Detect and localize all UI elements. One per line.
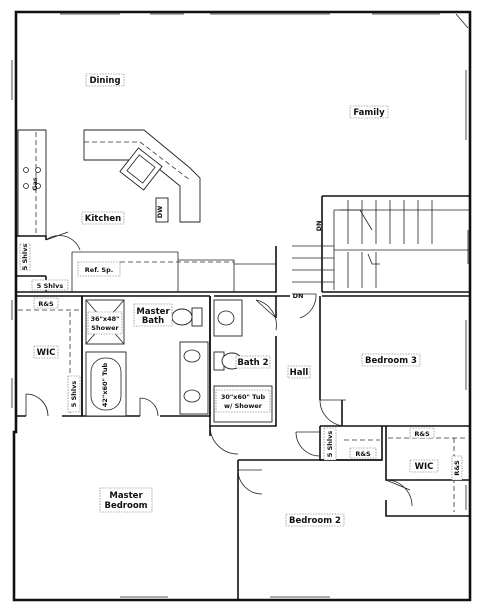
wic-left-door [25,393,49,417]
bath2-door [255,299,277,331]
svg-text:Bath: Bath [142,316,164,326]
svg-text:WIC: WIC [415,462,434,472]
laundry-outline [177,252,276,292]
label-master-bedroom: Master Bedroom [99,487,153,513]
svg-text:DN: DN [293,292,304,300]
bath2-sink [213,299,243,337]
kitchen-wall [16,246,277,293]
svg-text:Master: Master [109,491,143,501]
label-master-tub: 42"x60" Tub [101,362,109,407]
svg-text:R&S: R&S [453,460,461,476]
lower-closet-walls [319,426,470,517]
svg-text:30"x60" Tub: 30"x60" Tub [221,393,266,401]
label-ref-sp: Ref. Sp. [85,266,113,274]
svg-text:DN: DN [315,221,323,232]
label-rs-a: R&S [33,297,59,309]
bedroom2-door [237,469,263,495]
label-dn-b: DN [293,292,304,300]
svg-text:Bedroom: Bedroom [104,501,147,511]
svg-text:R&S: R&S [38,300,54,308]
svg-text:5 Shlvs: 5 Shlvs [326,431,334,458]
label-rs-c: R&S [409,427,435,439]
bedroom3-door [319,399,347,427]
label-hall: Hall [287,365,311,379]
label-kitchen: Kitchen [81,211,125,225]
label-gas: Gas [31,177,39,191]
label-rs-b: R&S [349,447,377,459]
svg-text:Bath 2: Bath 2 [237,358,268,368]
label-shower: 36"x48" Shower [87,311,123,335]
svg-text:Family: Family [353,108,385,118]
ref-space [77,261,121,277]
svg-text:R&S: R&S [414,430,430,438]
svg-text:Dining: Dining [89,76,120,86]
master-tub-inner [90,357,122,411]
svg-text:Shower: Shower [91,324,119,332]
bath2-walls [209,296,277,427]
master-sinks [179,341,209,415]
svg-text:Gas: Gas [31,177,39,191]
svg-text:42"x60" Tub: 42"x60" Tub [101,362,109,407]
hall-door [209,425,239,455]
label-shlvs-c: 5 Shlvs [67,375,81,413]
label-family: Family [349,105,389,119]
svg-text:Bedroom 3: Bedroom 3 [365,356,417,366]
master-tub [85,351,127,417]
svg-text:R&S: R&S [355,450,371,458]
stair-door [292,293,317,319]
kitchen-sink [119,147,163,191]
pantry-door [45,231,81,251]
svg-text:Master: Master [136,307,170,317]
kitchen-sink-basin [126,154,156,184]
label-shlvs-a: 5 Shlvs [19,244,31,271]
svg-text:5 Shlvs: 5 Shlvs [37,282,64,290]
bedroom2-walls [209,426,382,600]
svg-text:WIC: WIC [37,348,56,358]
svg-text:DW: DW [156,206,164,219]
label-bedroom2: Bedroom 2 [285,513,345,527]
svg-text:36"x48": 36"x48" [90,315,119,323]
svg-text:w/ Shower: w/ Shower [224,402,263,410]
label-shlvs-b: 5 Shlvs [31,279,69,291]
exterior-windows [11,13,469,598]
label-wic-a: WIC [33,345,59,359]
label-shlvs-d: 5 Shlvs [323,427,337,461]
label-bath2-tub: 30"x60" Tub w/ Shower [215,389,271,413]
corner-diagonal [455,13,469,29]
svg-text:Hall: Hall [290,368,309,378]
svg-text:5 Shlvs: 5 Shlvs [21,244,29,271]
dishwasher [155,197,169,223]
label-bedroom3: Bedroom 3 [361,353,421,367]
stair [292,195,470,292]
ref-space-outline [71,251,178,292]
label-dn-a: DN [315,221,323,232]
label-rs-d: R&S [451,455,463,481]
master-toilet [171,307,203,327]
label-bath2: Bath 2 [235,355,271,369]
svg-text:Kitchen: Kitchen [85,214,121,224]
label-dining: Dining [85,73,125,87]
closet-door [295,431,321,457]
label-wic-b: WIC [409,459,439,473]
wic-right-door [385,479,413,507]
svg-text:Ref. Sp.: Ref. Sp. [85,266,113,274]
svg-text:Bedroom 2: Bedroom 2 [289,516,341,526]
label-master-bath: Master Bath [133,303,173,327]
svg-text:5 Shlvs: 5 Shlvs [70,381,78,408]
label-dw: DW [156,206,164,219]
kitchen-counter [83,129,201,223]
master-bath-door [139,397,159,417]
exterior-wall [12,10,472,602]
